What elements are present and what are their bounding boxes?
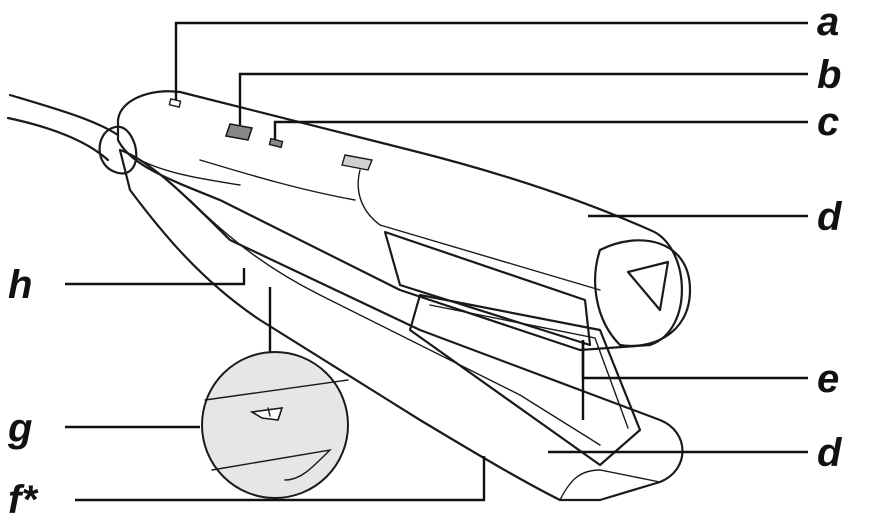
controls (168, 98, 373, 171)
callout-labels: a b c d h e g d f* (7, 0, 843, 521)
power-switch-icon (224, 123, 254, 141)
leader-c (273, 120, 808, 140)
led-indicator (168, 98, 182, 108)
callout-d-upper: d (817, 195, 843, 239)
hinge-end (98, 125, 241, 186)
callout-g: g (7, 406, 32, 450)
upper-arm (116, 90, 692, 352)
callout-d-lower: d (817, 431, 843, 475)
lower-arm (118, 148, 684, 502)
leader-h (65, 268, 246, 286)
leader-b (238, 72, 808, 125)
leader-f (75, 456, 486, 502)
power-cord (6, 93, 120, 162)
lock-switch-detail-icon (249, 407, 284, 421)
callout-c: c (817, 100, 839, 144)
callout-f: f* (8, 478, 39, 521)
lower-heating-plate (408, 293, 642, 467)
callout-a: a (817, 0, 839, 44)
callout-e: e (817, 357, 839, 401)
lock-slider-icon (341, 154, 373, 171)
leader-lines (65, 21, 808, 502)
temperature-button (268, 137, 284, 149)
callout-h: h (8, 263, 32, 307)
upper-heating-plate (383, 230, 592, 347)
inset-detail (201, 351, 349, 499)
leader-a (174, 21, 808, 100)
callout-b: b (817, 53, 841, 97)
